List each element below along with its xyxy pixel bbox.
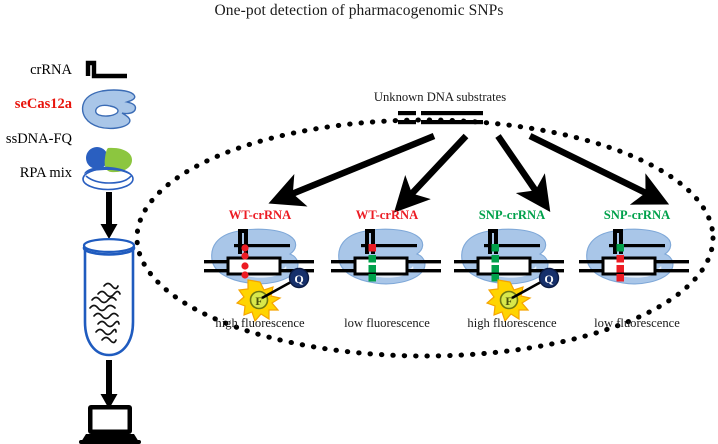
branch-arrows-group [230, 128, 690, 214]
reaction-3-crrna-label: SNP-crRNA [478, 208, 546, 222]
reaction-3-result: high fluorescence [467, 316, 557, 330]
dotted-enclosure-ellipse [133, 113, 718, 363]
legend-label-secas12a: seCas12a [14, 96, 72, 112]
reaction-2-crrna-label: WT-crRNA [355, 208, 419, 222]
figure-title: One-pot detection of pharmacogenomic SNP… [214, 2, 504, 19]
legend-label-rpa-mix: RPA mix [19, 165, 72, 181]
laptop-icon [79, 404, 141, 444]
arrow-down-to-readout [97, 360, 121, 410]
reaction-1-crrna-label: WT-crRNA [228, 208, 292, 222]
reaction-1-complex: F Q [198, 224, 322, 323]
reaction-3-complex: F Q [448, 224, 572, 323]
legend-label-crrna: crRNA [30, 62, 72, 78]
cas12a-protein-icon [80, 89, 138, 131]
reaction-tube-icon [72, 237, 146, 364]
ssdna-fq-rpa-mix-icon [78, 146, 142, 194]
reaction-4-crrna-label: SNP-crRNA [603, 208, 671, 222]
svg-text:Q: Q [294, 272, 303, 286]
arrow-down-to-tube [97, 192, 121, 240]
reaction-1-result: high fluorescence [215, 316, 305, 330]
reaction-2-result: low fluorescence [344, 316, 430, 330]
dna-substrates-caption: Unknown DNA substrates [373, 90, 507, 104]
reaction-2-complex [325, 224, 449, 310]
svg-text:F: F [255, 294, 262, 308]
legend-label-ssdna-fq: ssDNA-FQ [5, 131, 72, 147]
reaction-4-complex [573, 224, 697, 310]
crrna-hairpin-icon [83, 60, 129, 82]
svg-text:Q: Q [544, 272, 553, 286]
reaction-4-result: low fluorescence [594, 316, 680, 330]
svg-text:F: F [505, 294, 512, 308]
